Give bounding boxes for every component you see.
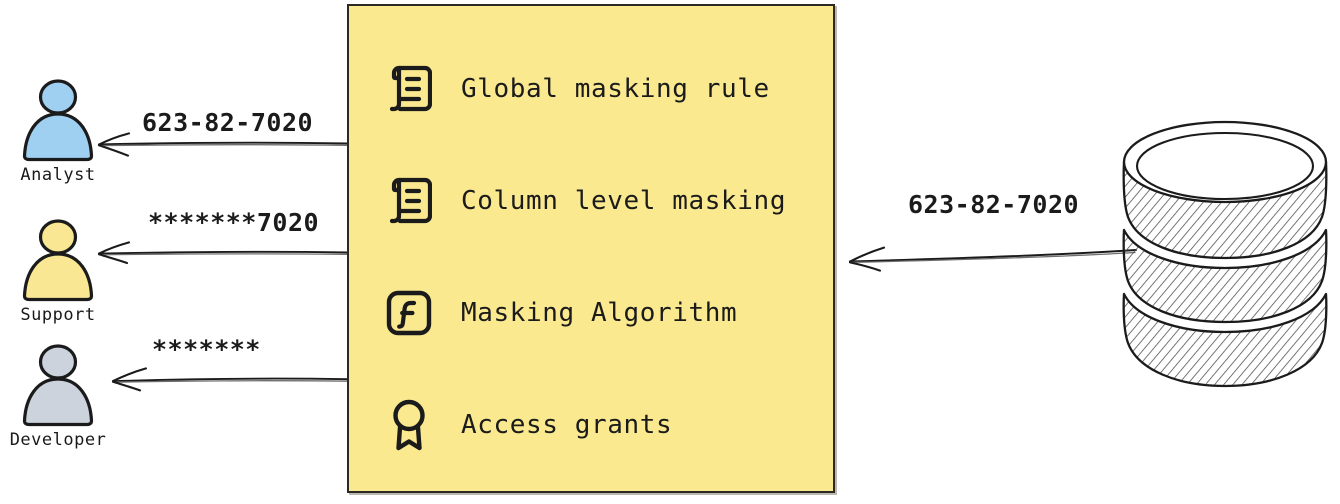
person-icon (22, 79, 94, 162)
masking-rule-list: Global masking rule C (383, 58, 821, 456)
award-icon (383, 397, 435, 453)
function-icon (383, 285, 435, 341)
masking-item-label: Column level masking (461, 186, 787, 216)
actor-support[interactable]: Support (2, 218, 114, 325)
arrow-line (97, 132, 349, 157)
person-icon (22, 219, 94, 302)
masking-item-column-level[interactable]: Column level masking (383, 170, 821, 232)
scroll-icon (383, 61, 435, 117)
arrow-to-developer-label: ******* (152, 335, 261, 364)
actor-developer-label: Developer (9, 430, 107, 450)
masking-panel: Global masking rule C (347, 4, 835, 493)
arrow-to-analyst-label: 623-82-7020 (142, 108, 314, 137)
masking-item-label: Global masking rule (461, 74, 770, 104)
masking-item-label: Access grants (461, 410, 673, 440)
arrow-from-database: 623-82-7020 (846, 190, 1137, 272)
actor-analyst-label: Analyst (20, 165, 96, 185)
arrow-to-developer: ******* (110, 335, 349, 392)
masking-item-algorithm[interactable]: Masking Algorithm (383, 282, 821, 344)
person-icon (22, 344, 94, 427)
actor-developer[interactable]: Developer (2, 343, 114, 450)
arrow-line (111, 367, 349, 392)
actor-support-label: Support (20, 305, 96, 325)
arrow-line (848, 246, 1137, 272)
database-cylinder-icon[interactable] (1118, 118, 1332, 390)
masking-item-label: Masking Algorithm (461, 298, 738, 328)
actor-analyst[interactable]: Analyst (2, 78, 114, 185)
scroll-icon (383, 173, 435, 229)
arrow-to-support-label: *******7020 (148, 208, 320, 237)
arrow-line (97, 241, 349, 265)
masking-item-access-grants[interactable]: Access grants (383, 394, 821, 456)
masking-item-global-rule[interactable]: Global masking rule (383, 58, 821, 120)
arrow-from-database-label: 623-82-7020 (908, 190, 1080, 219)
arrow-to-analyst: 623-82-7020 (96, 108, 349, 158)
arrow-to-support: *******7020 (96, 208, 349, 265)
